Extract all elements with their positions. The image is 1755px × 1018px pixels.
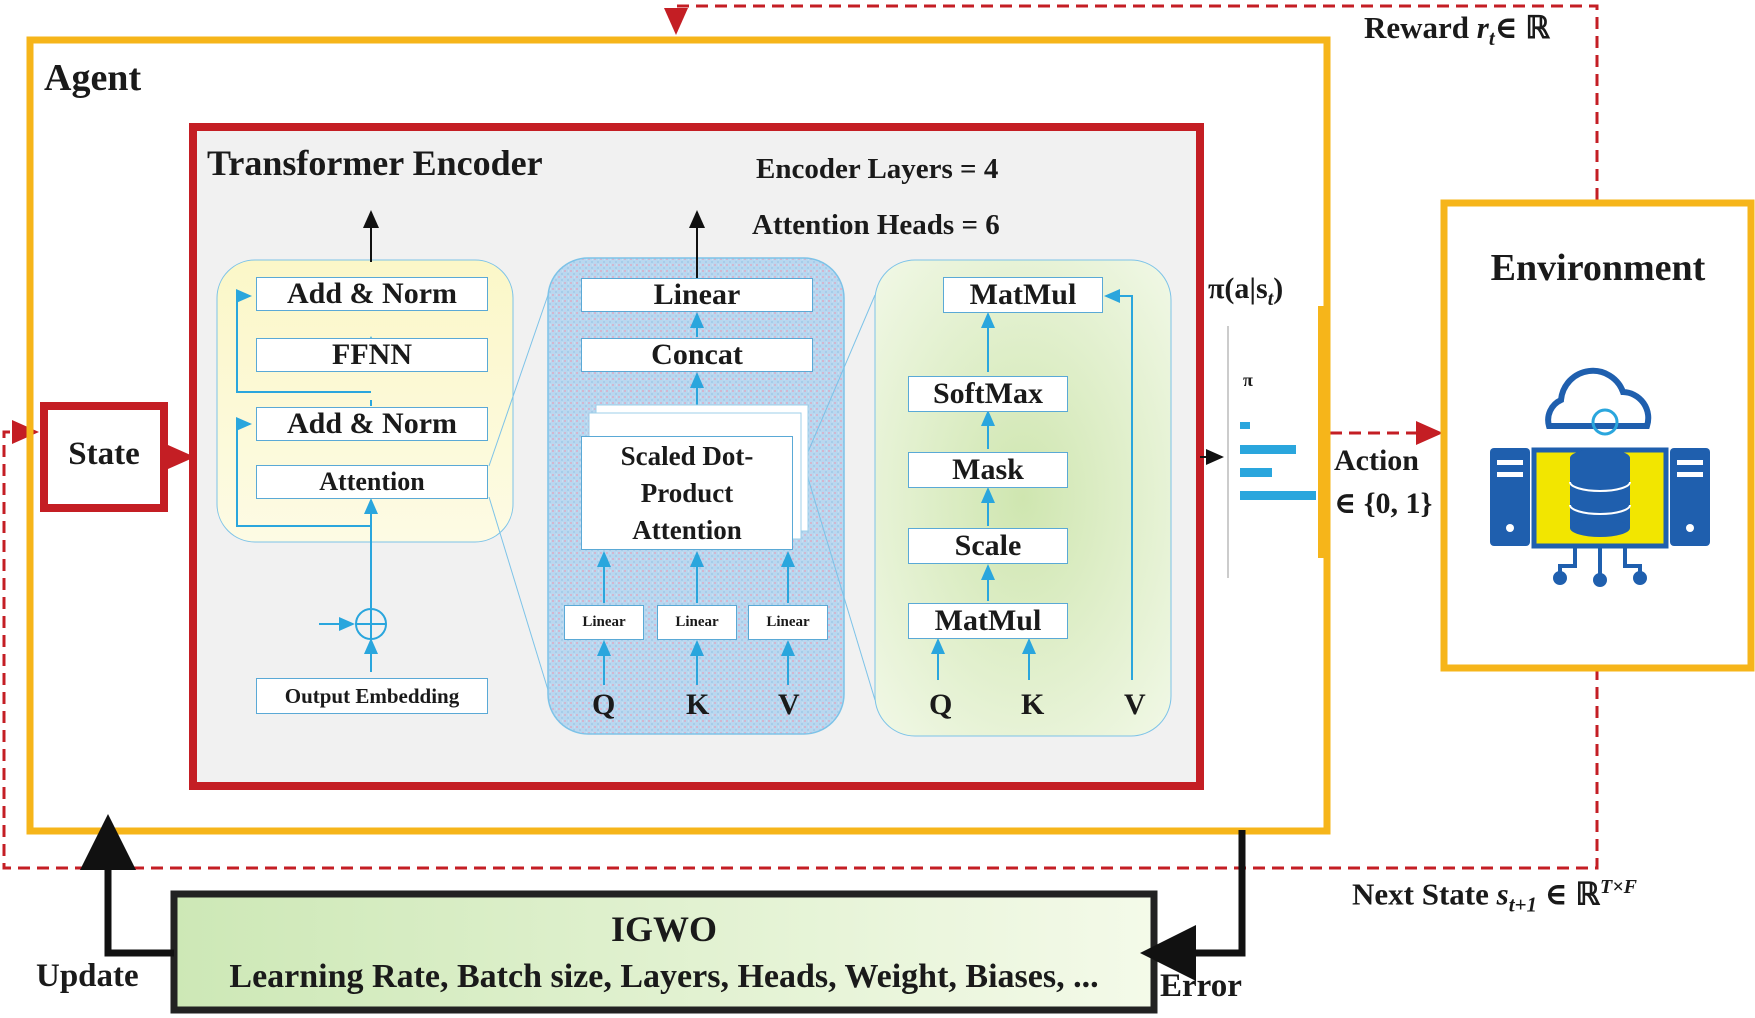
next-state-label: Next State st+1 ∈ ℝT×F xyxy=(1352,876,1637,918)
encoder-block-arrows xyxy=(236,210,387,672)
zoom-lines xyxy=(488,294,876,701)
policy-label: π(a|st) xyxy=(1208,272,1283,311)
state-label: State xyxy=(68,436,140,472)
igwo-params: Learning Rate, Batch size, Layers, Heads… xyxy=(229,958,1099,995)
state-frame xyxy=(40,402,168,512)
linear-q-box: Linear xyxy=(564,605,644,640)
igwo-title: IGWO xyxy=(610,909,717,949)
mask-box: Mask xyxy=(908,452,1068,488)
policy-label-sub: t xyxy=(1267,288,1274,310)
next-state-var: s xyxy=(1496,876,1509,912)
agent-title: Agent xyxy=(44,57,142,99)
environment-frame xyxy=(1440,199,1755,672)
action-label: Action xyxy=(1334,444,1419,477)
igwo-frame xyxy=(170,890,1158,1014)
reward-text: Reward xyxy=(1364,10,1477,45)
sdpa-panel xyxy=(874,259,1172,737)
mh-k-label: K xyxy=(686,688,710,721)
environment-title: Environment xyxy=(1490,247,1706,289)
next-state-sub: t+1 xyxy=(1508,892,1538,917)
attention-heads-text: Attention Heads = 6 xyxy=(752,209,1000,241)
reward-label: Reward rt∈ ℝ xyxy=(1364,10,1550,51)
mh-q-label: Q xyxy=(592,688,616,721)
matmul-bottom-box: MatMul xyxy=(908,603,1068,639)
policy-mini-label: π xyxy=(1243,370,1253,390)
scaled-dot-product-box: Scaled Dot-Product Attention xyxy=(581,436,793,550)
matmul-top-box: MatMul xyxy=(943,277,1103,313)
reward-var: r xyxy=(1476,10,1489,45)
add-norm-bottom-box: Add & Norm xyxy=(256,407,488,441)
softmax-box: SoftMax xyxy=(908,376,1068,412)
sdpa-v-label: V xyxy=(1124,688,1146,721)
scale-box: Scale xyxy=(908,528,1068,564)
add-norm-top-box: Add & Norm xyxy=(256,277,488,311)
reward-tail: ∈ ℝ xyxy=(1494,10,1550,45)
sdpa-k-label: K xyxy=(1021,688,1045,721)
next-state-sup: T×F xyxy=(1600,876,1637,898)
update-label: Update xyxy=(36,958,139,994)
next-state-text: Next State xyxy=(1352,876,1497,912)
sdpa-arrows xyxy=(931,289,1133,680)
next-state-tail: ∈ ℝ xyxy=(1537,876,1601,912)
encoder-title: Transformer Encoder xyxy=(207,143,543,183)
action-set: ∈ {0, 1} xyxy=(1334,487,1433,520)
policy-bars xyxy=(1240,422,1316,500)
linear-v-box: Linear xyxy=(748,605,828,640)
update-arrow xyxy=(80,814,174,957)
server-cloud-icon xyxy=(1490,367,1710,587)
ffnn-box: FFNN xyxy=(256,338,488,372)
sdpa-q-label: Q xyxy=(929,688,953,721)
reward-sub: t xyxy=(1488,26,1495,51)
encoder-layers-text: Encoder Layers = 4 xyxy=(756,153,999,185)
concat-box: Concat xyxy=(581,338,813,372)
linear-k-box: Linear xyxy=(657,605,737,640)
attention-box: Attention xyxy=(256,465,488,499)
policy-label-close: ) xyxy=(1273,272,1284,305)
reward-loop xyxy=(2,4,1599,870)
mh-v-label: V xyxy=(778,688,800,721)
multihead-arrows xyxy=(597,210,795,685)
linear-out-box: Linear xyxy=(581,278,813,312)
policy-label-main: π(a|s xyxy=(1208,272,1268,305)
error-arrow xyxy=(1140,830,1246,981)
output-embedding-box: Output Embedding xyxy=(256,678,488,714)
error-label: Error xyxy=(1160,968,1242,1004)
